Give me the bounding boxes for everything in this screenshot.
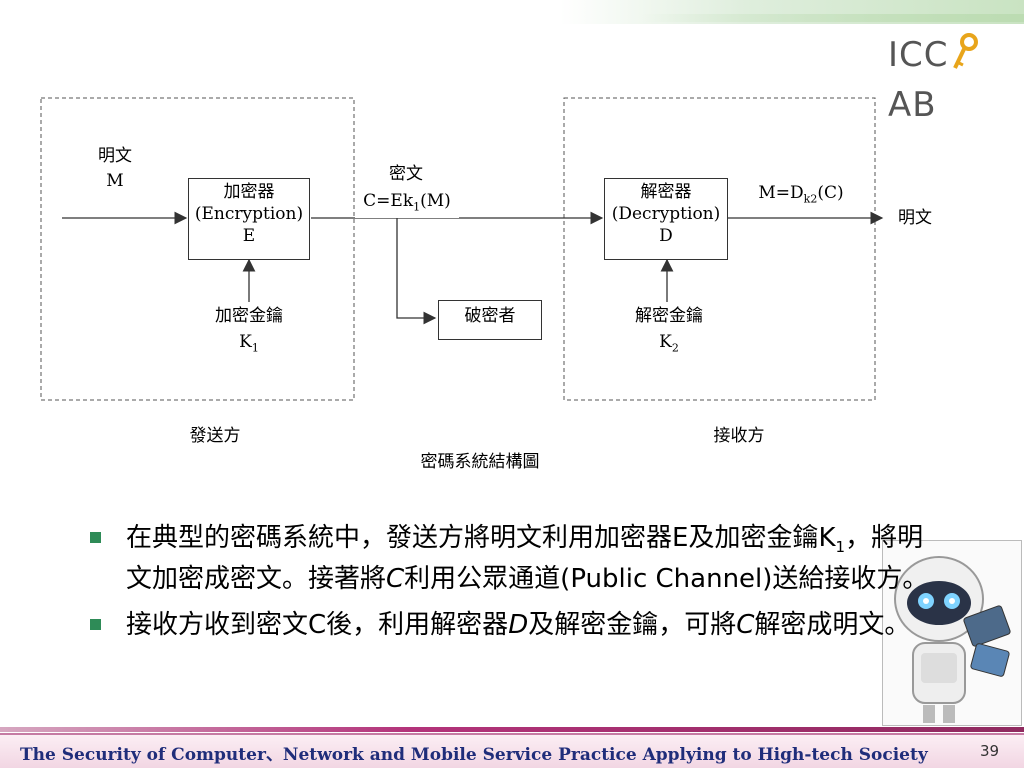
dec-key-symbol: K2 [659,332,679,355]
crypto-diagram [40,97,884,401]
footer-title: The Security of Computer、Network and Mob… [20,745,928,765]
key-icon [952,33,978,69]
decryptor-box: 解密器 (Decryption) D [604,178,728,260]
sender-region [40,97,355,401]
footer-rule [0,727,1024,732]
logo-text-left: ICC [888,35,949,75]
robot-illustration [882,540,1022,726]
attacker-label: 破密者 [464,306,516,326]
dec-key-label: 解密金鑰 [635,306,703,326]
bullet-square-icon [90,619,101,631]
ciphertext-label: 密文 [389,164,423,184]
enc-key-label: 加密金鑰 [215,306,283,326]
bullet-item: 接收方收到密文C後，利用解密器D及解密金鑰，可將C解密成明文。 [88,609,938,641]
encryptor-box: 加密器 (Encryption) E [188,178,310,260]
bullet-item: 在典型的密碼系統中，發送方將明文利用加密器E及加密金鑰K1，將明文加密成密文。接… [88,522,938,595]
output-formula: M=Dk2(C) [758,183,844,206]
ciphertext-formula: C=Ek1(M) [355,190,459,219]
footer-band [0,735,1024,768]
page-number: 39 [980,742,1000,760]
footer-rule-thin [0,733,1024,735]
plaintext-in-label: 明文 [98,146,132,166]
robot-icon [894,556,1011,723]
diagram-caption: 密碼系統結構圖 [420,452,540,472]
attacker-box: 破密者 [438,300,542,340]
encryptor-english: (Encryption) [194,204,304,224]
decryptor-english: (Decryption) [611,204,721,224]
encryptor-symbol: E [242,226,256,246]
decryptor-name: 解密器 [640,182,692,202]
receiver-region [563,97,876,401]
enc-key-symbol: K1 [239,332,259,355]
plaintext-in-symbol: M [106,171,124,191]
decryptor-symbol: D [659,226,673,246]
encryptor-name: 加密器 [223,182,275,202]
bullet-list: 在典型的密碼系統中，發送方將明文利用加密器E及加密金鑰K1，將明文加密成密文。接… [88,522,938,655]
arrow-attacker [396,218,437,325]
sender-label: 發送方 [189,426,241,446]
receiver-label: 接收方 [713,426,765,446]
logo-text-right: AB [888,85,937,125]
top-decoration-bar-accent [640,14,1024,22]
bullet-square-icon [90,532,101,543]
icclab-logo: ICC AB [888,30,1024,125]
plaintext-out-label: 明文 [898,208,932,228]
